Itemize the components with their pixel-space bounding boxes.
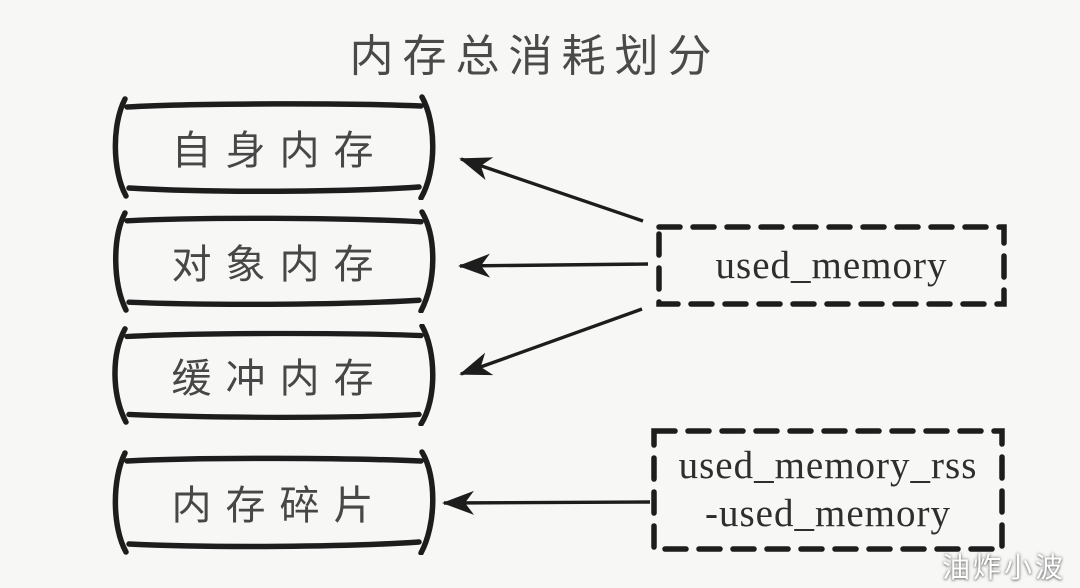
memory-box-fragment-label: 内存碎片 bbox=[171, 483, 388, 528]
arrow-used-memory-to-self-icon bbox=[459, 157, 644, 223]
dashed-border bbox=[651, 428, 1005, 552]
arrow-rss-to-fragment-icon bbox=[442, 490, 651, 515]
memory-box-fragment: 内存碎片 bbox=[105, 449, 440, 555]
sketch-border bbox=[112, 94, 436, 200]
memory-box-buffer-label: 缓冲内存 bbox=[171, 356, 388, 401]
metric-line-2: -used_memory bbox=[705, 492, 951, 535]
metric-box-used-memory-rss: used_memory_rss -used_memory bbox=[650, 427, 1006, 553]
memory-box-object-label: 对象内存 bbox=[171, 242, 388, 287]
sketch-border bbox=[112, 324, 436, 426]
sketch-border bbox=[112, 449, 436, 555]
memory-box-self: 自身内存 bbox=[105, 94, 440, 200]
diagram-title: 内存总消耗划分 bbox=[349, 32, 721, 81]
memory-box-self-label: 自身内存 bbox=[171, 128, 388, 173]
metric-line-1: used_memory_rss bbox=[678, 444, 978, 488]
watermark: 油炸小波 bbox=[941, 552, 1066, 583]
memory-box-object: 对象内存 bbox=[105, 209, 440, 313]
arrow-used-memory-to-buffer-icon bbox=[459, 307, 643, 376]
metric-used-memory-rss-label: used_memory_rss -used_memory bbox=[679, 442, 978, 537]
sketch-border bbox=[113, 209, 436, 313]
metric-used-memory-label: used_memory bbox=[715, 243, 948, 287]
arrow-used-memory-to-object-icon bbox=[458, 253, 649, 278]
memory-box-buffer: 缓冲内存 bbox=[105, 324, 440, 426]
dashed-border bbox=[656, 224, 1007, 307]
metric-box-used-memory: used_memory bbox=[655, 223, 1008, 308]
